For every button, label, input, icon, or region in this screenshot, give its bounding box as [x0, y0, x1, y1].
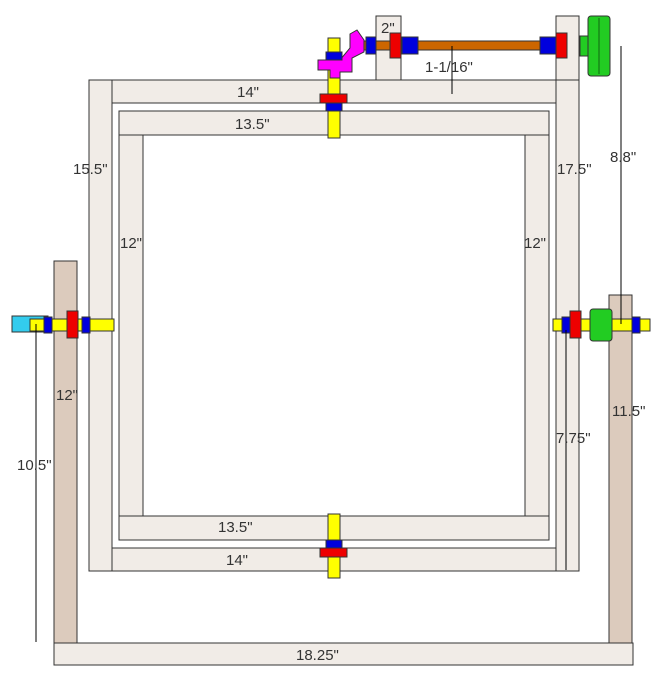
rod-collar-red-right — [555, 32, 568, 59]
label-bottom-inner-width: 13.5" — [218, 519, 253, 536]
label-base-width: 18.25" — [296, 647, 339, 664]
rod-collar-red-left — [389, 32, 402, 59]
rod-collar-blue-mid — [401, 36, 419, 55]
label-left-post-height: 12" — [56, 387, 78, 404]
label-left-axle-height: 10.5" — [17, 457, 52, 474]
left-post — [53, 260, 78, 644]
inner-frame-opening — [142, 134, 526, 517]
label-top-outer-width: 14" — [237, 84, 259, 101]
right-axle-collar-blue-2 — [631, 316, 641, 334]
left-axle-collar-blue-1 — [43, 316, 53, 334]
inner-frame-right-board — [524, 134, 550, 517]
crank-arm — [317, 29, 365, 79]
top-axle-collar-red — [319, 93, 348, 104]
left-axle-collar-blue-2 — [81, 316, 91, 334]
label-left-inner-height: 12" — [120, 235, 142, 252]
bottom-axle-collar-red — [319, 547, 348, 558]
label-right-inner-height: 12" — [524, 235, 546, 252]
label-right-axle-height: 7.75" — [556, 430, 591, 447]
inner-frame-left-board — [118, 134, 144, 517]
label-left-outer-height: 15.5" — [73, 161, 108, 178]
right-pulley — [589, 308, 613, 342]
right-axle-collar-red — [569, 310, 582, 339]
bottom-axle-collar-blue — [325, 539, 343, 549]
base-board — [53, 642, 634, 666]
top-axle-collar-blue-1 — [325, 51, 343, 61]
label-right-outer-height: 17.5" — [557, 161, 592, 178]
rod-collar-blue-right — [539, 36, 557, 55]
label-bottom-outer-width: 14" — [226, 552, 248, 569]
label-spacer-width: 2" — [381, 20, 395, 37]
outer-frame-right-board — [555, 15, 580, 572]
rod-collar-blue-left — [365, 36, 377, 55]
label-rod-offset: 1-1/16" — [425, 59, 473, 76]
label-pulley-drop: 8.8" — [610, 149, 636, 166]
label-right-post-height: 11.5" — [612, 403, 645, 420]
top-axle-collar-blue-2 — [325, 102, 343, 112]
right-post — [608, 294, 633, 644]
label-top-inner-width: 13.5" — [235, 116, 270, 133]
left-axle-collar-red — [66, 310, 79, 339]
